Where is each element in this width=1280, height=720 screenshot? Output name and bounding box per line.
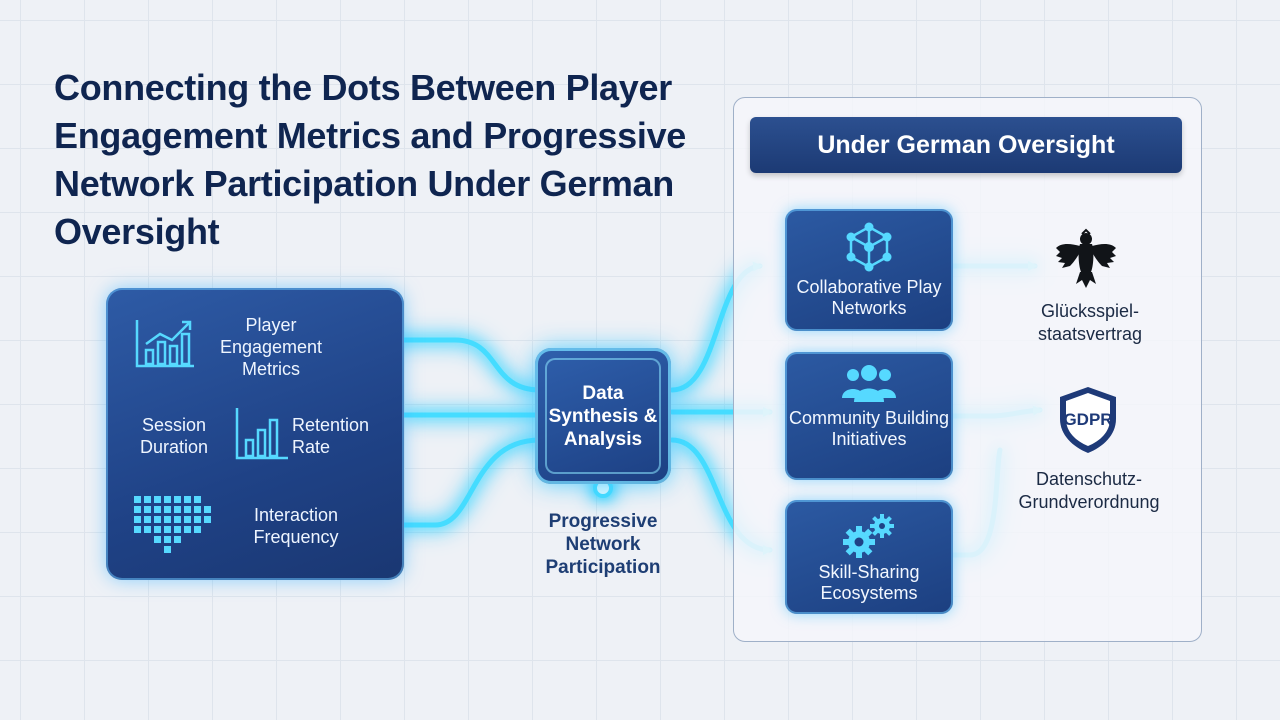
oversight-header: Under German Oversight [750, 117, 1182, 173]
progressive-network-caption: Progressive Network Participation [545, 511, 661, 578]
data-synthesis-label: Data Synthesis & Analysis [545, 358, 661, 474]
label-session-duration: Session Duration [139, 415, 209, 457]
label-gluecksspielstaatsvertrag: Glücksspiel-staatsvertrag [1037, 301, 1143, 344]
federal-eagle-icon [1056, 228, 1116, 288]
connector-engagement-to-center [372, 337, 543, 393]
interaction-grid-icon [134, 496, 211, 553]
node-community-building-initiatives: Community Building Initiatives [785, 352, 953, 480]
label-skill-sharing-ecosystems: Skill-Sharing Ecosystems [818, 562, 920, 603]
page-title: Connecting the Dots Between Player Engag… [54, 67, 687, 252]
label-collaborative-play-networks: Collaborative Play Networks [796, 277, 942, 318]
engagement-metrics-panel: Player Engagement Metrics Session Durati… [106, 288, 404, 580]
label-datenschutz-grundverordnung: Datenschutz-Grundverordnung [1018, 469, 1160, 512]
gdpr-emblem-text: GDPR [1063, 410, 1112, 429]
label-player-engagement-metrics: Player Engagement Metrics [219, 315, 323, 379]
node-collaborative-play-networks: Collaborative Play Networks [785, 209, 953, 331]
network-nodes-icon [846, 222, 892, 272]
data-synthesis-box: Data Synthesis & Analysis [535, 348, 671, 484]
connector-interaction-to-center [372, 437, 543, 528]
gdpr-shield-icon: GDPR [1060, 387, 1116, 453]
label-interaction-frequency: Interaction Frequency [253, 505, 339, 547]
people-group-icon [842, 365, 896, 402]
gears-icon [843, 514, 894, 558]
label-community-building-initiatives: Community Building Initiatives [788, 408, 950, 449]
label-retention-rate: Retention Rate [292, 415, 370, 457]
bar-chart-trend-icon [135, 320, 194, 368]
node-skill-sharing-ecosystems: Skill-Sharing Ecosystems [785, 500, 953, 614]
retention-bar-chart-icon [235, 408, 288, 460]
